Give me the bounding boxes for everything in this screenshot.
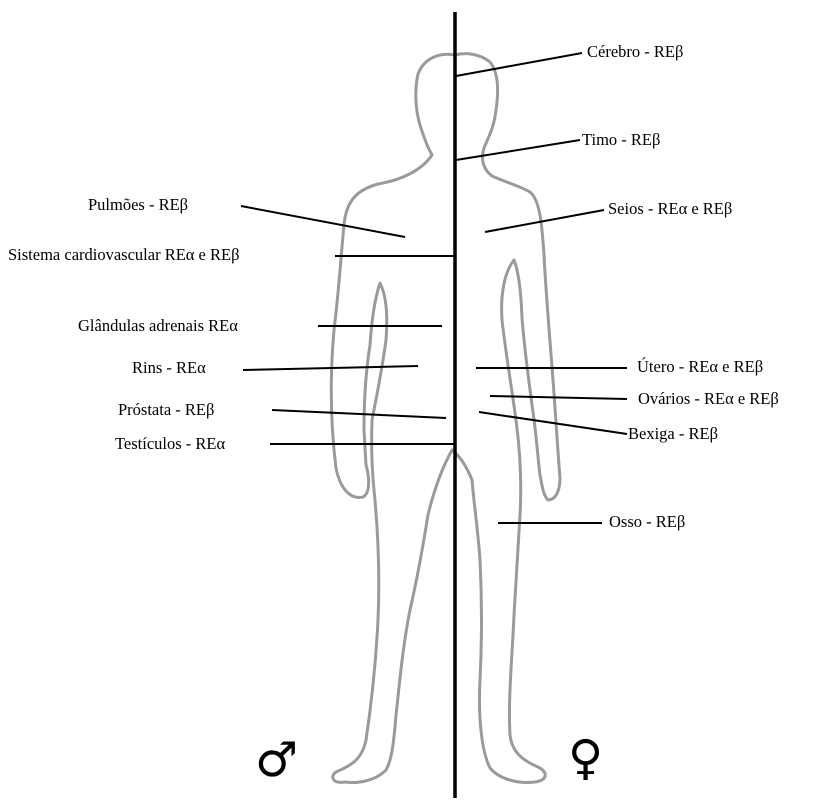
label-testiculos: Testículos - REα xyxy=(115,436,225,453)
male-symbol-icon: ♂ xyxy=(255,736,298,784)
leader-cerebro xyxy=(456,53,582,76)
label-pulmoes: Pulmões - REβ xyxy=(88,197,188,214)
label-adrenais: Glândulas adrenais REα xyxy=(78,318,238,335)
leader-ovarios xyxy=(490,396,627,399)
leader-pulmoes xyxy=(241,206,405,237)
leader-timo xyxy=(456,140,580,160)
label-ovarios: Ovários - REα e REβ xyxy=(638,391,779,408)
label-bexiga: Bexiga - REβ xyxy=(628,426,718,443)
female-symbol-icon: ♀ xyxy=(568,734,603,782)
leader-bexiga xyxy=(479,412,627,434)
label-cerebro: Cérebro - REβ xyxy=(587,44,683,61)
label-utero: Útero - REα e REβ xyxy=(637,359,763,376)
label-prostata: Próstata - REβ xyxy=(118,402,214,419)
label-rins: Rins - REα xyxy=(132,360,206,377)
label-seios: Seios - REα e REβ xyxy=(608,201,732,218)
label-timo: Timo - REβ xyxy=(582,132,660,149)
label-cardio: Sistema cardiovascular REα e REβ xyxy=(8,247,239,264)
leader-seios xyxy=(485,210,604,232)
leader-prostata xyxy=(272,410,446,418)
label-osso: Osso - REβ xyxy=(609,514,685,531)
